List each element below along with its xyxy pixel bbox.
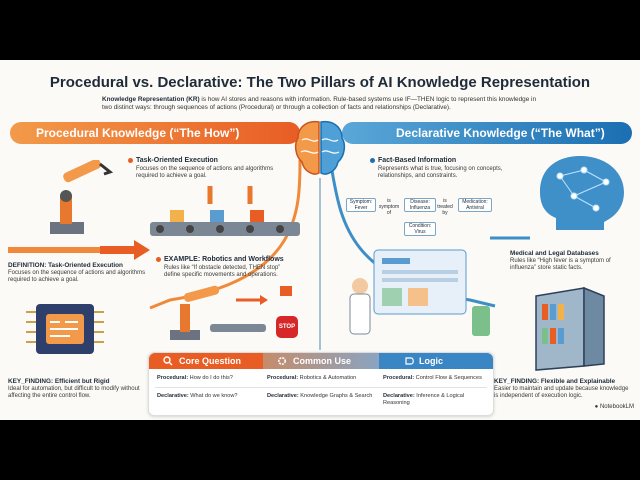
summary-header-logic: Logic (379, 353, 493, 369)
cell-label: Declarative: (267, 393, 299, 399)
summary-header-label: Core Question (179, 356, 242, 366)
brain-icon (294, 120, 346, 175)
notebook-icon: ● (594, 404, 599, 410)
procedural-banner: Procedural Knowledge (“The How”) (10, 122, 300, 144)
cell-label: Procedural: (267, 375, 299, 381)
logo-text: NotebookLM (599, 404, 634, 410)
summary-header-label: Common Use (293, 356, 352, 366)
summary-cell: Procedural: How do I do this? (157, 375, 261, 382)
cell-value: Inference & Logical Reasoning (383, 393, 465, 406)
medical-text: Rules like “High fever is a symptom of i… (510, 258, 611, 272)
knowledge-diagram: Symptom: Fever is symptom of Disease: In… (342, 192, 492, 240)
summary-header-core-question: Core Question (149, 353, 263, 369)
fact-text: Represents what is true, focusing on con… (378, 166, 503, 180)
example-heading: EXAMPLE: Robotics and Workflows (156, 256, 284, 263)
stop-sign: STOP (276, 316, 298, 338)
orange-arrow-icon (100, 240, 150, 260)
notebooklm-logo: ● NotebookLM (595, 404, 634, 410)
fact-heading-text: Fact-Based Information (378, 157, 457, 164)
summary-cell: Procedural: Robotics & Automation (267, 375, 377, 382)
intro-text: is how AI stores and reasons with inform… (102, 96, 537, 111)
summary-divider (155, 387, 487, 388)
fact-heading: Fact-Based Information (370, 157, 456, 164)
diagram-is-symptom-of: is symptom of (378, 198, 400, 216)
diagram-symptom: Symptom: Fever (346, 198, 376, 212)
cell-value: Robotics & Automation (298, 375, 357, 381)
stop-sign-label: STOP (278, 324, 296, 330)
task-heading: Task-Oriented Execution (128, 157, 218, 164)
robot-arm-illustration (50, 160, 114, 234)
intro-paragraph: Knowledge Representation (KR) is how AI … (102, 96, 542, 112)
declarative-banner: Declarative Knowledge (“The What”) (342, 122, 632, 144)
procedural-finding-text: Ideal for automation, but difficult to m… (8, 386, 140, 400)
task-heading-text: Task-Oriented Execution (136, 157, 218, 164)
procedural-finding-heading: KEY_FINDING: Efficient but Rigid (8, 378, 110, 385)
gear-icon (277, 356, 287, 366)
medical-heading: Medical and Legal Databases (510, 250, 599, 257)
summary-cell: Procedural: Control Flow & Sequences (383, 375, 491, 382)
summary-cell: Declarative: What do we know? (157, 393, 261, 400)
definition-text: Focuses on the sequence of actions and a… (8, 270, 146, 284)
blue-bullet-icon (370, 157, 375, 163)
orange-bullet-icon (128, 157, 133, 163)
cell-value: How do I do this? (188, 375, 233, 381)
logic-icon (405, 357, 414, 365)
summary-header-label: Logic (419, 356, 443, 366)
declarative-finding-text: Easier to maintain and update because kn… (494, 386, 629, 400)
declarative-finding-heading: KEY_FINDING: Flexible and Explainable (494, 378, 616, 385)
chip-icon (26, 304, 104, 354)
intro-lead: Knowledge Representation (KR) (102, 96, 200, 103)
diagram-condition: Condition: Virus (404, 222, 436, 236)
neural-network-head-icon (540, 156, 624, 230)
summary-cell: Declarative: Knowledge Graphs & Search (267, 393, 377, 400)
cell-label: Procedural: (383, 375, 415, 381)
cell-value: What do we know? (188, 393, 238, 399)
cell-value: Control Flow & Sequences (414, 375, 482, 381)
search-icon (163, 356, 173, 366)
example-text: Rules like “If obstacle detected, THEN s… (164, 265, 281, 279)
cell-label: Procedural: (157, 375, 189, 381)
summary-cell: Declarative: Inference & Logical Reasoni… (383, 393, 491, 407)
diagram-medication: Medication: Antiviral (458, 198, 492, 212)
orange-bullet-icon (156, 256, 161, 262)
summary-header-common-use: Common Use (263, 353, 379, 369)
page-title: Procedural vs. Declarative: The Two Pill… (49, 74, 591, 91)
cell-label: Declarative: (157, 393, 189, 399)
summary-table: Core Question Common Use Logic Procedura… (148, 352, 494, 416)
infographic: Procedural vs. Declarative: The Two Pill… (0, 60, 640, 420)
robot-workflow-illustration (170, 285, 292, 340)
definition-heading: DEFINITION: Task-Oriented Execution (8, 262, 123, 269)
task-text: Focuses on the sequence of actions and a… (136, 166, 274, 180)
assembly-line-illustration (150, 186, 300, 236)
bookshelf-icon (535, 286, 605, 371)
diagram-is-treated-by: is treated by (437, 198, 453, 216)
diagram-disease: Disease: Influenza (404, 198, 436, 212)
example-heading-text: EXAMPLE: Robotics and Workflows (164, 256, 284, 263)
cell-value: Knowledge Graphs & Search (298, 393, 373, 399)
doctor-database-illustration (349, 249, 490, 336)
cell-label: Declarative: (383, 393, 415, 399)
